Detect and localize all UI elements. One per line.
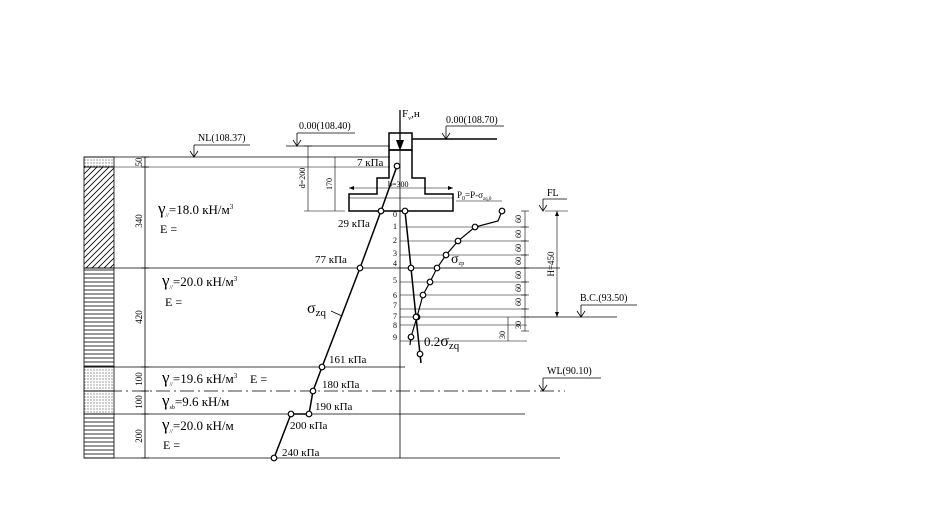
sigma-02-point-0 <box>401 207 409 215</box>
layer-5-e: E = <box>163 438 180 452</box>
layer-1-e: E = <box>160 222 177 236</box>
sigma-zp-curve: σzp <box>413 207 506 321</box>
soil-column <box>83 156 115 459</box>
point-number-8: 7 <box>393 312 397 321</box>
point-number-6: 6 <box>393 291 397 300</box>
interval-label-5: 60 <box>514 284 523 292</box>
interval-label-4: 60 <box>514 271 523 279</box>
bc-level: B.C.(93.50) <box>580 293 628 304</box>
fl-level: FL <box>547 188 559 199</box>
soil-layer-1 <box>83 166 115 269</box>
sigma-zq-point-6 <box>287 410 295 418</box>
interval-label-2: 60 <box>514 244 523 252</box>
point-number-7: 7 <box>393 301 397 310</box>
top-right-level: 0.00(108.70) <box>446 115 498 126</box>
thickness-dimensions: 50 340 420 100 100 200 <box>134 156 149 459</box>
sigma-zq-curve: 29 кПа 77 кПа 161 кПа 180 кПа 190 кПа 20… <box>270 162 401 462</box>
layer-3-gamma: γ//=19.6 кН/м3 <box>161 368 238 388</box>
stress-161: 161 кПа <box>329 354 367 366</box>
h-dimension: H=450 <box>527 210 617 318</box>
stress-29: 29 кПа <box>338 218 370 230</box>
stress-190: 190 кПа <box>315 401 353 413</box>
soil-layer-3 <box>83 366 115 392</box>
soil-layer-2 <box>83 267 115 368</box>
sigma-02-curve: 0.2σzq <box>401 207 460 364</box>
sigma-02-point-4 <box>416 350 424 358</box>
soil-layer-4 <box>83 390 115 415</box>
foundation: Fv,н b=300 d=200 170 P0=P-σzq,0 7 кПа <box>298 108 502 212</box>
soil-layer-5 <box>83 413 115 459</box>
sigma-zq-point-3 <box>318 363 326 371</box>
sigma-zq-point-2 <box>356 264 364 272</box>
bottom-interval-label: 30 <box>498 331 507 339</box>
interval-label-6: 60 <box>514 298 523 306</box>
layer-2-e: E = <box>165 295 182 309</box>
point-number-5: 5 <box>393 276 397 285</box>
thickness-2: 420 <box>134 310 144 324</box>
wl-level: WL(90.10) <box>547 366 592 377</box>
sigma-02-point-1 <box>407 264 415 272</box>
stress-180: 180 кПа <box>322 379 360 391</box>
sigma-zq-point-7 <box>270 454 278 462</box>
nl-level: NL(108.37) <box>198 133 246 144</box>
sigma-zp-label: σzp <box>451 252 464 267</box>
force-label: Fv,н <box>402 108 420 122</box>
interval-label-7: 30 <box>514 321 523 329</box>
layer-4-gamma: γsb=9.6 кН/м <box>161 391 229 411</box>
sigma-zp-point-6 <box>419 291 427 299</box>
point-number-0: 0 <box>393 210 397 219</box>
sigma-zq-point-1 <box>377 207 385 215</box>
top-left-level: 0.00(108.40) <box>299 121 351 132</box>
stress-77: 77 кПа <box>315 254 347 266</box>
interval-label-3: 60 <box>514 257 523 265</box>
sigma-zq-label: σzq <box>307 300 327 319</box>
sigma-zq-point-5 <box>305 410 313 418</box>
sigma-zp-point-2 <box>454 237 462 245</box>
topsoil-layer <box>83 156 115 168</box>
sigma-zq-point-0 <box>393 162 401 170</box>
sigma-zp-point-4 <box>433 264 441 272</box>
top-pressure: 7 кПа <box>357 157 384 169</box>
interval-label-0: 60 <box>514 215 523 223</box>
layer-properties: γ//=18.0 кН/м3 E = γ//=20.0 кН/м3 E = γ/… <box>157 199 267 452</box>
pressure-label: P0=P-σzq,0 <box>457 190 492 202</box>
stress-240: 240 кПа <box>282 447 320 459</box>
sigma-02-point-2 <box>412 313 420 321</box>
sigma-zp-point-5 <box>426 278 434 286</box>
layer-2-gamma: γ//=20.0 кН/м3 <box>161 271 238 291</box>
point-number-10: 9 <box>393 333 397 342</box>
sigma-02-label: 0.2σzq <box>424 333 460 352</box>
interval-label-1: 60 <box>514 230 523 238</box>
width-label: b=300 <box>388 180 409 189</box>
layer-3-e: E = <box>250 372 267 386</box>
sigma-zq-point-4 <box>309 387 317 395</box>
thickness-1: 340 <box>134 214 144 228</box>
sigma-zp-point-3 <box>442 251 450 259</box>
point-number-4: 4 <box>393 259 397 268</box>
point-number-2: 2 <box>393 236 397 245</box>
layer-5-gamma: γ//=20.0 кН/м <box>161 415 234 435</box>
dim-170: 170 <box>325 178 334 190</box>
thickness-top: 50 <box>134 157 144 167</box>
thickness-5: 200 <box>134 429 144 443</box>
thickness-3: 100 <box>134 372 144 386</box>
sigma-zp-point-0 <box>498 207 506 215</box>
sigma-zp-point-1 <box>471 223 479 231</box>
level-markers: NL(108.37) 0.00(108.40) 0.00(108.70) FL … <box>189 115 637 392</box>
point-number-9: 8 <box>393 321 397 330</box>
thickness-4: 100 <box>134 395 144 409</box>
point-number-1: 1 <box>393 222 397 231</box>
stress-200: 200 кПа <box>290 420 328 432</box>
sigma-02-point-3 <box>407 333 415 341</box>
depth-label: d=200 <box>298 168 307 189</box>
layer-1-gamma: γ//=18.0 кН/м3 <box>157 199 234 219</box>
h-label: H=450 <box>546 251 556 277</box>
point-number-3: 3 <box>393 249 397 258</box>
